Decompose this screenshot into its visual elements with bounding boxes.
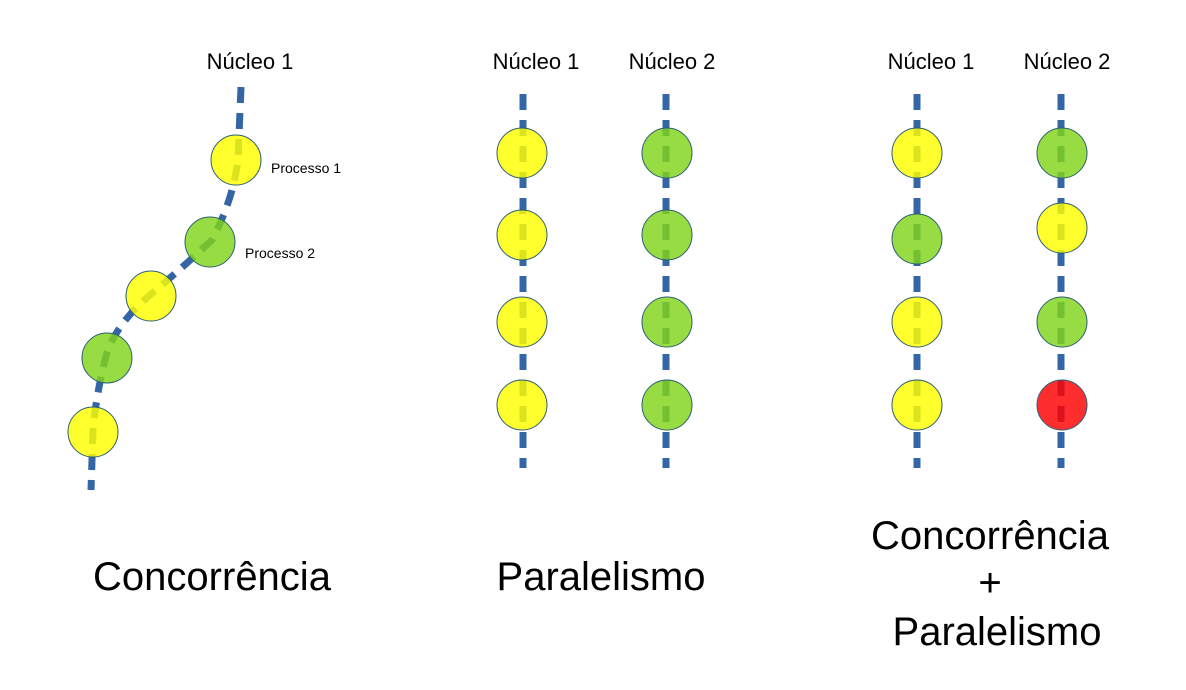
concurrency-process-group — [67, 134, 262, 458]
concurrency-process-2 — [81, 332, 133, 384]
combined-core-1-process-4 — [891, 379, 943, 431]
concurrency-core-1-label: Núcleo 1 — [207, 49, 294, 74]
parallelism-core-1-label: Núcleo 1 — [493, 49, 580, 74]
parallelism-core-1-process-1 — [496, 127, 548, 179]
concurrency-process-5 — [210, 134, 262, 186]
combined-core-2-process-1 — [1036, 127, 1088, 179]
parallelism-panel: Núcleo 1 Núcleo 2 Paralelismo — [493, 49, 716, 599]
parallelism-core-2-process-1 — [641, 127, 693, 179]
combined-core-2-process-3 — [1036, 296, 1088, 348]
combined-core-1-label: Núcleo 1 — [888, 49, 975, 74]
parallelism-core-2-process-3 — [641, 296, 693, 348]
parallelism-core-1-process-4 — [496, 379, 548, 431]
combined-caption-plus: + — [978, 561, 1001, 605]
concurrency-caption: Concorrência — [93, 555, 332, 599]
combined-core-1-process-3 — [891, 296, 943, 348]
concurrency-panel: Núcleo 1 Processo 1 Processo 2 Concorrên… — [67, 49, 341, 599]
combined-core-1-process-1 — [891, 127, 943, 179]
combined-core-2-process-2 — [1036, 202, 1088, 254]
parallelism-core-1-process-2 — [496, 209, 548, 261]
concurrency-process-3 — [125, 270, 177, 322]
parallelism-caption: Paralelismo — [497, 555, 706, 599]
concurrency-process-4 — [184, 216, 236, 268]
process-2-label: Processo 2 — [245, 245, 315, 261]
process-1-label: Processo 1 — [271, 160, 341, 176]
combined-core-1-process-2 — [891, 213, 943, 265]
combined-caption-line-2: Paralelismo — [893, 610, 1102, 654]
concurrency-process-1 — [67, 406, 119, 458]
combined-core-2-process-4 — [1036, 379, 1088, 431]
parallelism-core-2-process-4 — [641, 379, 693, 431]
combined-core-2-label: Núcleo 2 — [1024, 49, 1111, 74]
parallelism-process-group — [496, 127, 693, 431]
combined-panel: Núcleo 1 Núcleo 2 Concorrência + Paralel… — [871, 49, 1110, 654]
parallelism-core-2-process-2 — [641, 209, 693, 261]
combined-process-group — [891, 127, 1088, 431]
combined-caption-line-1: Concorrência — [871, 514, 1110, 558]
parallelism-core-2-label: Núcleo 2 — [629, 49, 716, 74]
parallelism-core-1-process-3 — [496, 296, 548, 348]
